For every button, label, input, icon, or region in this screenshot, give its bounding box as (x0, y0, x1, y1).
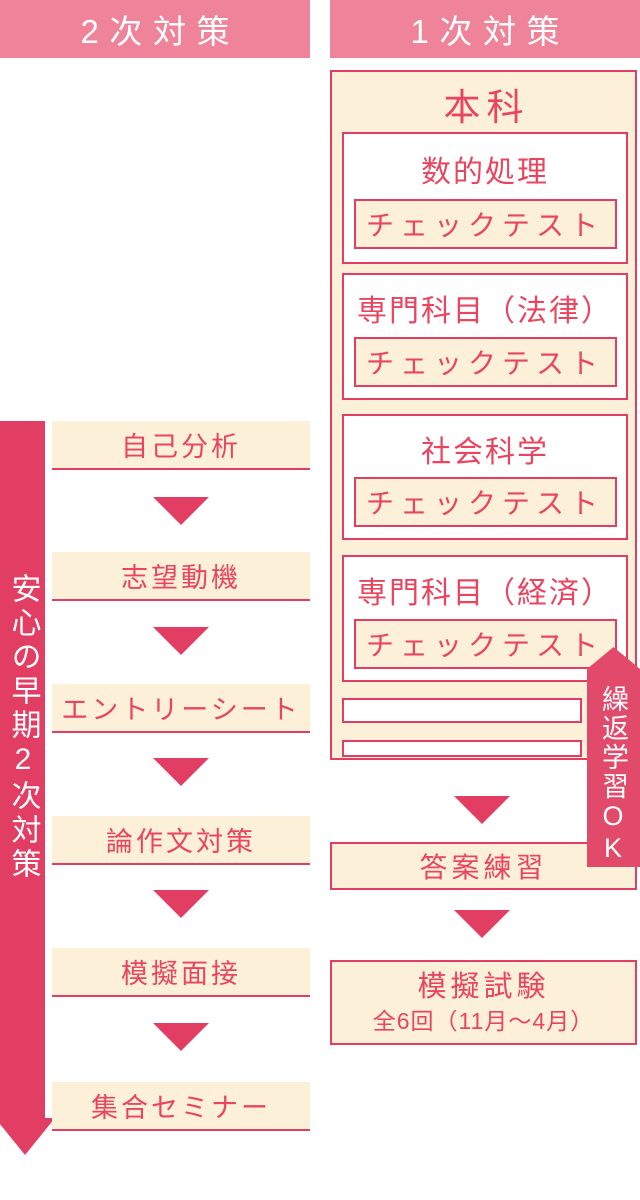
repeat-learning-ribbon: 繰返学習OK (587, 647, 640, 867)
down-arrow-icon (454, 796, 510, 824)
early-secondary-banner: 安心の早期2次対策 (0, 421, 45, 1118)
repeat-learning-ribbon-label: 繰返学習OK (598, 685, 628, 865)
subject-numerical-processing: 数的処理 チェックテスト (342, 132, 628, 264)
primary-prep-header: 1次対策 (330, 0, 640, 58)
check-test-badge: チェックテスト (353, 477, 617, 528)
step-essay-prep: 論作文対策 (52, 816, 310, 865)
check-test-badge: チェックテスト (353, 199, 617, 250)
check-test-badge: チェックテスト (353, 337, 617, 387)
step-self-analysis: 自己分析 (52, 421, 310, 470)
subject-name: 社会科学 (421, 435, 549, 469)
empty-row (342, 698, 582, 723)
down-arrow-icon (454, 910, 510, 938)
down-arrow-icon (153, 497, 209, 525)
subject-name: 専門科目（経済） (357, 577, 613, 610)
step-motivation: 志望動機 (52, 552, 310, 601)
check-test-badge: チェックテスト (353, 619, 617, 669)
down-arrow-icon (153, 627, 209, 655)
down-arrow-icon (153, 1023, 209, 1051)
subject-economics: 専門科目（経済） チェックテスト (342, 555, 628, 682)
mock-exam-detail: 全6回（11月～4月） (372, 1008, 595, 1035)
mock-exam-title: 模擬試験 (417, 970, 550, 1003)
subject-social-science: 社会科学 チェックテスト (342, 414, 628, 540)
secondary-prep-header: 2次対策 (0, 0, 310, 58)
subject-name: 専門科目（法律） (357, 295, 613, 328)
answer-practice-box: 答案練習 (330, 842, 637, 890)
step-mock-interview: 模擬面接 (52, 948, 310, 997)
step-group-seminar: 集合セミナー (52, 1082, 310, 1131)
banner-arrow-tip-icon (0, 1118, 55, 1155)
mock-exam-box: 模擬試験 全6回（11月～4月） (330, 960, 637, 1045)
subject-law: 専門科目（法律） チェックテスト (342, 273, 628, 400)
down-arrow-icon (153, 758, 209, 786)
empty-row (342, 740, 582, 757)
step-entry-sheet: エントリーシート (52, 684, 310, 733)
early-secondary-banner-label: 安心の早期2次対策 (6, 573, 40, 882)
main-course-title: 本科 (443, 87, 530, 128)
down-arrow-icon (153, 890, 209, 918)
subject-name: 数的処理 (421, 155, 549, 189)
